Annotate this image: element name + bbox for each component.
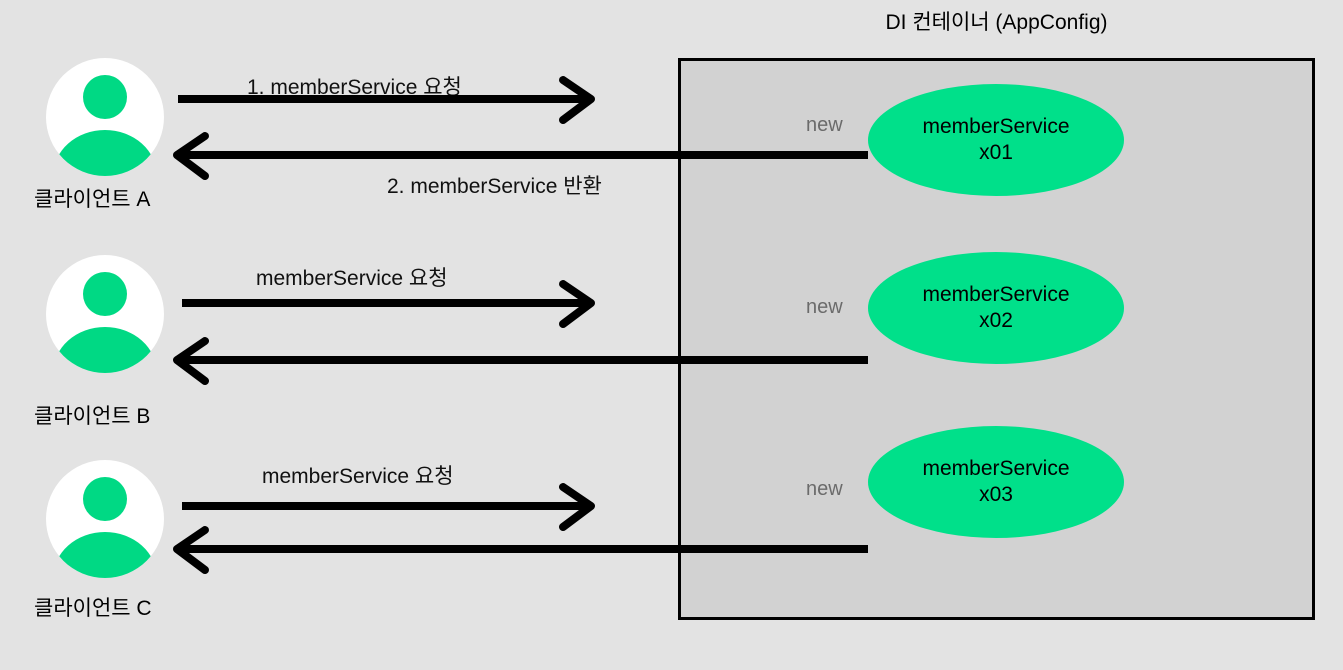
avatar-body-shape [53, 130, 157, 176]
request-label-client-a: 1. memberService 요청 [247, 76, 462, 99]
new-label-bean-1: new [806, 114, 843, 136]
avatar-head-shape [83, 272, 127, 316]
user-avatar-icon-client-a [46, 58, 164, 176]
user-avatar-icon-client-b [46, 255, 164, 373]
bean-name-2: memberService [922, 283, 1070, 307]
avatar-head-shape [83, 477, 127, 521]
bean-instance-1: x01 [979, 141, 1013, 164]
bean-member-service-x02: memberService x02 [868, 252, 1124, 364]
bean-member-service-x03: memberService x03 [868, 426, 1124, 538]
bean-name-1: memberService [922, 115, 1070, 139]
new-label-bean-3: new [806, 478, 843, 500]
bean-instance-3: x03 [979, 483, 1013, 506]
request-label-client-b: memberService 요청 [256, 267, 448, 290]
avatar-body-shape [53, 532, 157, 578]
bean-name-3: memberService [922, 457, 1070, 481]
bean-instance-2: x02 [979, 309, 1013, 332]
response-label-client-a: 2. memberService 반환 [387, 175, 602, 198]
avatar-body-shape [53, 327, 157, 373]
bean-member-service-x01: memberService x01 [868, 84, 1124, 196]
client-label-c: 클라이언트 C [34, 597, 152, 620]
avatar-head-shape [83, 75, 127, 119]
di-container-title: DI 컨테이너 (AppConfig) [885, 11, 1108, 34]
user-avatar-icon-client-c [46, 460, 164, 578]
request-label-client-c: memberService 요청 [262, 465, 454, 488]
client-label-a: 클라이언트 A [34, 188, 151, 211]
new-label-bean-2: new [806, 296, 843, 318]
arrow-request-client-c [182, 483, 595, 531]
client-label-b: 클라이언트 B [34, 405, 151, 428]
